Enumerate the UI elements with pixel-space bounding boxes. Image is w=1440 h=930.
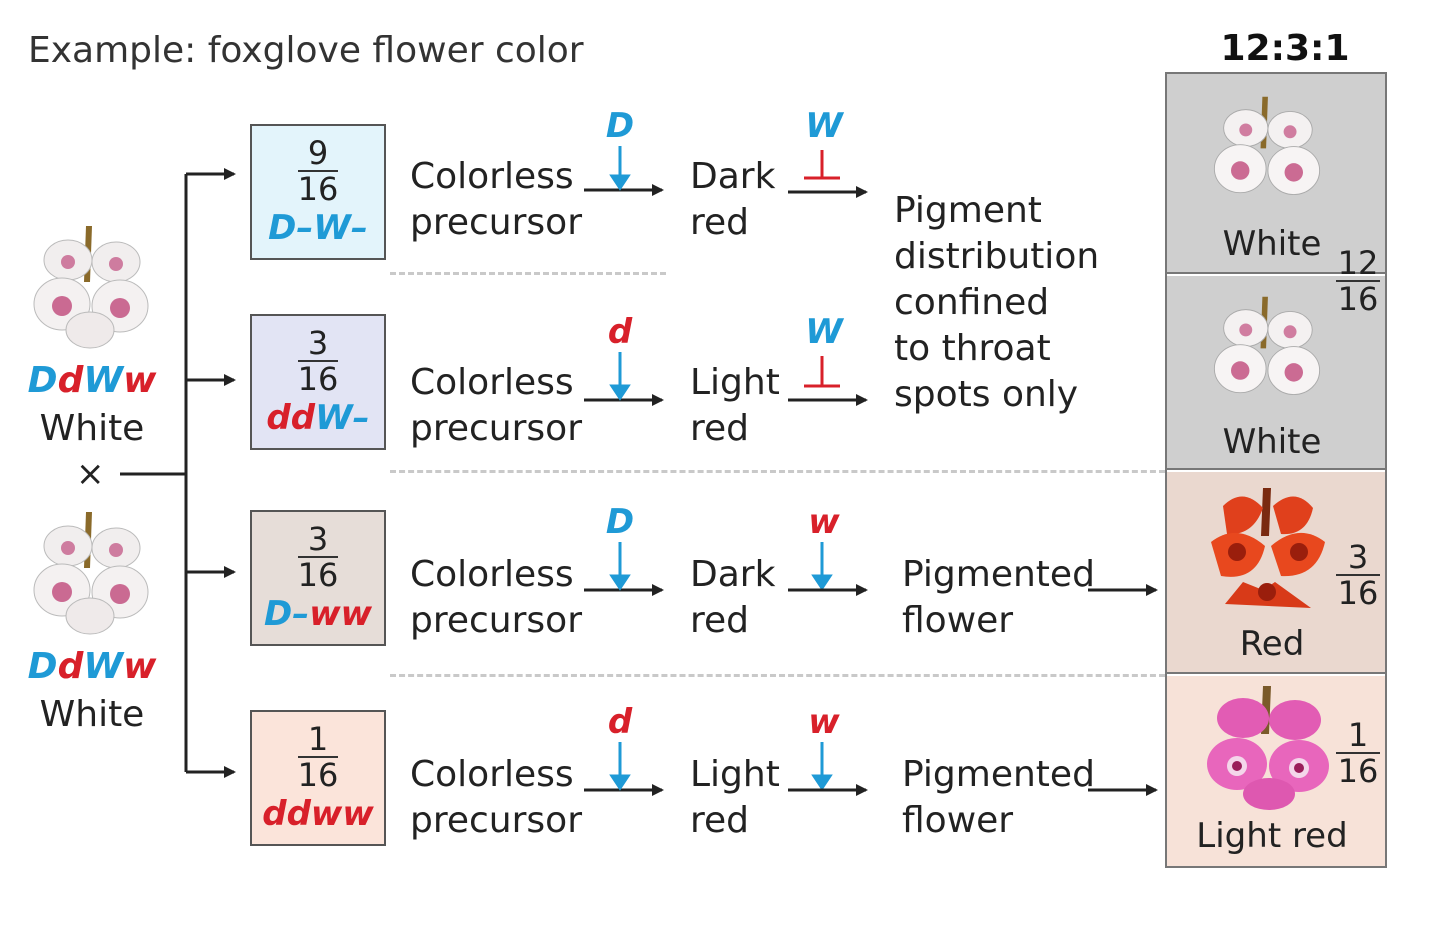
white-foxglove-icon — [26, 508, 156, 638]
phenotype-cell-white-2: White — [1167, 276, 1385, 470]
white-foxglove-icon — [26, 222, 156, 352]
allele-d-label: d — [607, 312, 633, 352]
phenotype-cell-light-red: Light red — [1167, 676, 1385, 866]
phenotype-cell-white-1: White — [1167, 74, 1385, 274]
allele-D-label: D — [605, 106, 635, 146]
phenotype-label: Light red — [1196, 816, 1348, 856]
allele-d: d — [57, 646, 84, 687]
allele-d-label: d — [607, 702, 633, 742]
red-foxglove-icon — [1203, 486, 1333, 620]
shared-outcome-label: Pigment distribution confined to throat … — [894, 190, 1100, 415]
allele-W: W — [83, 360, 124, 401]
row-separator — [390, 674, 1165, 677]
white-foxglove-icon — [1207, 288, 1327, 422]
white-foxglove-icon — [1207, 88, 1327, 222]
phenotype-column — [1165, 72, 1387, 868]
phenotype-label: White — [1222, 422, 1322, 462]
genotype-label: D–ww — [263, 594, 373, 634]
phenotype-label: White — [1222, 224, 1322, 264]
allele-w: w — [123, 360, 157, 401]
parent2-genotype: DdWw — [2, 644, 182, 690]
figure-title: Example: foxglove flower color — [28, 30, 584, 71]
allele-D-label: D — [605, 502, 635, 542]
allele-D: D — [27, 646, 58, 687]
cross-symbol: × — [76, 454, 105, 494]
allele-W: W — [83, 646, 124, 687]
allele-W-label: W — [805, 106, 843, 146]
genotype-label: D–W– — [268, 208, 368, 248]
allele-W-label: W — [805, 312, 843, 352]
row-separator — [390, 470, 1165, 473]
genotype-label: ddww — [262, 794, 374, 834]
allele-w-label: w — [808, 502, 840, 542]
pink-foxglove-icon — [1203, 684, 1333, 818]
parent1-genotype: DdWw — [2, 358, 182, 404]
row-separator — [390, 272, 666, 275]
allele-d: d — [57, 360, 84, 401]
phenotype-label: Red — [1239, 624, 1305, 664]
allele-w-label: w — [808, 702, 840, 742]
parent1-phenotype: White — [39, 408, 145, 449]
ratio-title: 12:3:1 — [1220, 28, 1350, 69]
phenotype-cell-red: Red — [1167, 472, 1385, 674]
allele-w: w — [123, 646, 157, 687]
genotype-label: ddW– — [266, 398, 370, 438]
allele-D: D — [27, 360, 58, 401]
parent2-phenotype: White — [39, 694, 145, 735]
